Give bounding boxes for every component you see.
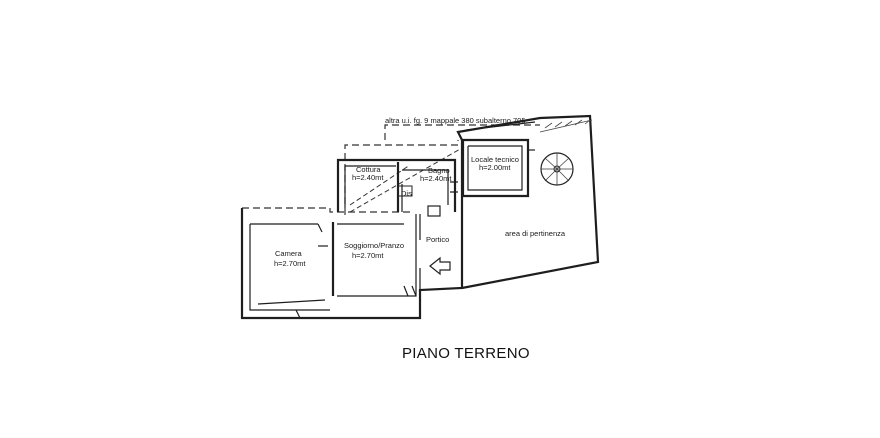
service-block-walls xyxy=(336,158,458,212)
room-height-bagno: h=2.40mt xyxy=(420,174,452,183)
plan-title: PIANO TERRENO xyxy=(402,345,530,362)
area-boundary xyxy=(456,114,600,290)
room-label-portico: Portico xyxy=(426,235,449,244)
entrance-arrow-icon xyxy=(429,256,451,276)
room-label-soggiorno: Soggiorno/Pranzo xyxy=(344,241,404,250)
spiral-staircase xyxy=(540,152,574,186)
room-label-cottura: Cottura xyxy=(356,165,381,174)
room-label-locale-tecnico: Locale tecnico xyxy=(471,155,519,164)
room-label-dis: Dis xyxy=(401,189,412,198)
exterior-walls xyxy=(240,207,464,320)
room-label-bagno: Bagno xyxy=(428,166,450,175)
room-label-area: area di pertinenza xyxy=(505,229,566,238)
room-label-camera: Camera xyxy=(275,249,303,258)
room-height-camera: h=2.70mt xyxy=(274,259,306,268)
door-marks xyxy=(295,223,417,319)
room-height-soggiorno: h=2.70mt xyxy=(352,251,384,260)
room-height-locale-tecnico: h=2.00mt xyxy=(479,163,511,172)
portico-details xyxy=(397,185,441,290)
neighbor-note: altra u.i. fg. 9 mappale 380 subalterno … xyxy=(385,116,526,125)
room-height-cottura: h=2.40mt xyxy=(352,173,384,182)
